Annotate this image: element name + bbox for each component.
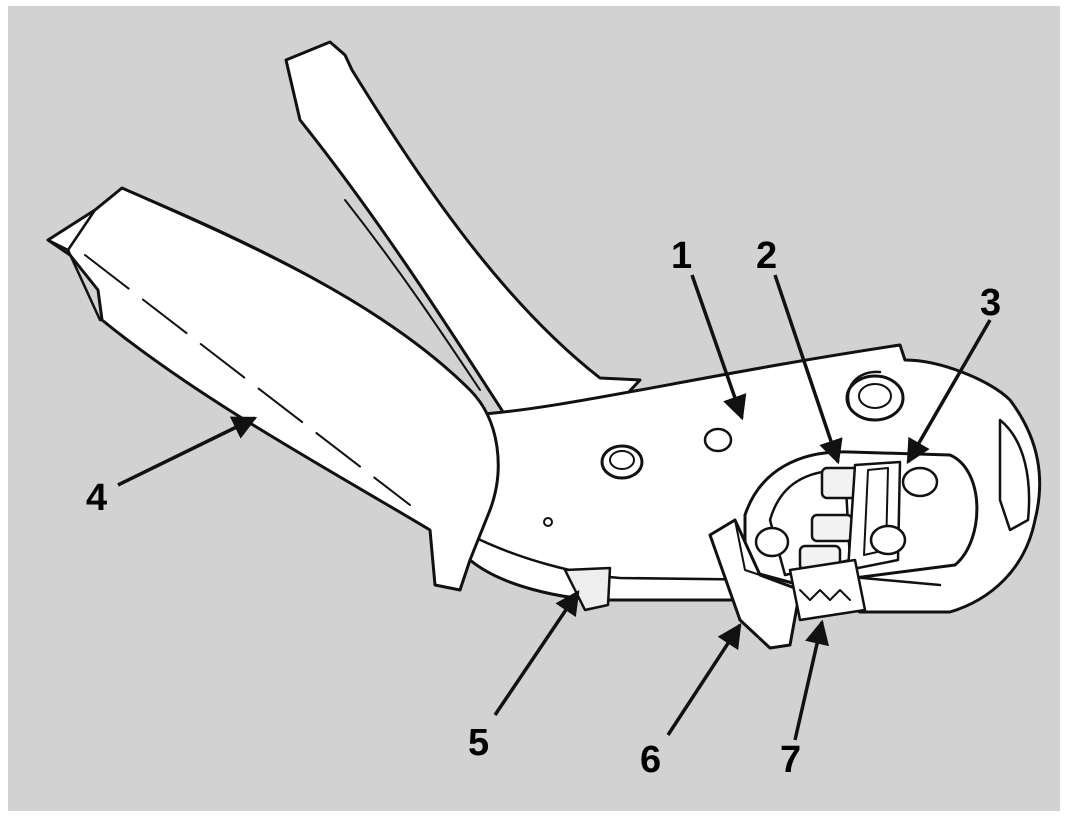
head-side-flange bbox=[998, 418, 1031, 532]
small-dot bbox=[543, 517, 553, 527]
callout-label-1: 1 bbox=[671, 235, 692, 277]
body-hole bbox=[703, 427, 733, 453]
release-lever bbox=[708, 518, 802, 650]
ratchet-teeth bbox=[799, 589, 851, 601]
callout-label-2: 2 bbox=[756, 235, 777, 277]
leader-arrow-2 bbox=[773, 274, 843, 465]
release-lever-edge bbox=[734, 519, 761, 576]
lower-handle-end-cap bbox=[46, 208, 102, 322]
leader-arrow-7 bbox=[793, 619, 830, 741]
callout-label-5: 5 bbox=[468, 722, 489, 764]
crimp-tool-illustration bbox=[46, 40, 1042, 650]
upper-handle-edge bbox=[299, 119, 506, 416]
head-bolt-inner bbox=[858, 383, 892, 409]
callout-label-4: 4 bbox=[86, 477, 107, 519]
frame-hole bbox=[754, 526, 790, 558]
lower-handle-ridge bbox=[121, 187, 471, 391]
leader-arrow-4 bbox=[117, 416, 258, 487]
callout-labels: 1 2 3 4 5 6 7 bbox=[86, 235, 1001, 781]
leader-arrow-5 bbox=[493, 589, 580, 716]
leader-arrows bbox=[117, 274, 992, 741]
handle-centerline bbox=[84, 254, 411, 506]
leader-arrow-6 bbox=[666, 622, 742, 736]
die-cavity-middle bbox=[810, 513, 854, 543]
head-bolt-clip bbox=[847, 370, 882, 410]
leader-arrow-1 bbox=[690, 274, 747, 421]
callout-label-3: 3 bbox=[980, 282, 1001, 324]
upper-handle-inner-edge bbox=[344, 199, 481, 391]
callout-label-7: 7 bbox=[780, 739, 801, 781]
leader-arrow-3 bbox=[906, 319, 992, 465]
die-screw-upper bbox=[901, 466, 939, 498]
ratchet-block bbox=[788, 558, 867, 622]
callout-label-6: 6 bbox=[640, 739, 661, 781]
pivot-bolt-inner bbox=[609, 450, 635, 470]
die-screw-lower bbox=[869, 524, 907, 556]
